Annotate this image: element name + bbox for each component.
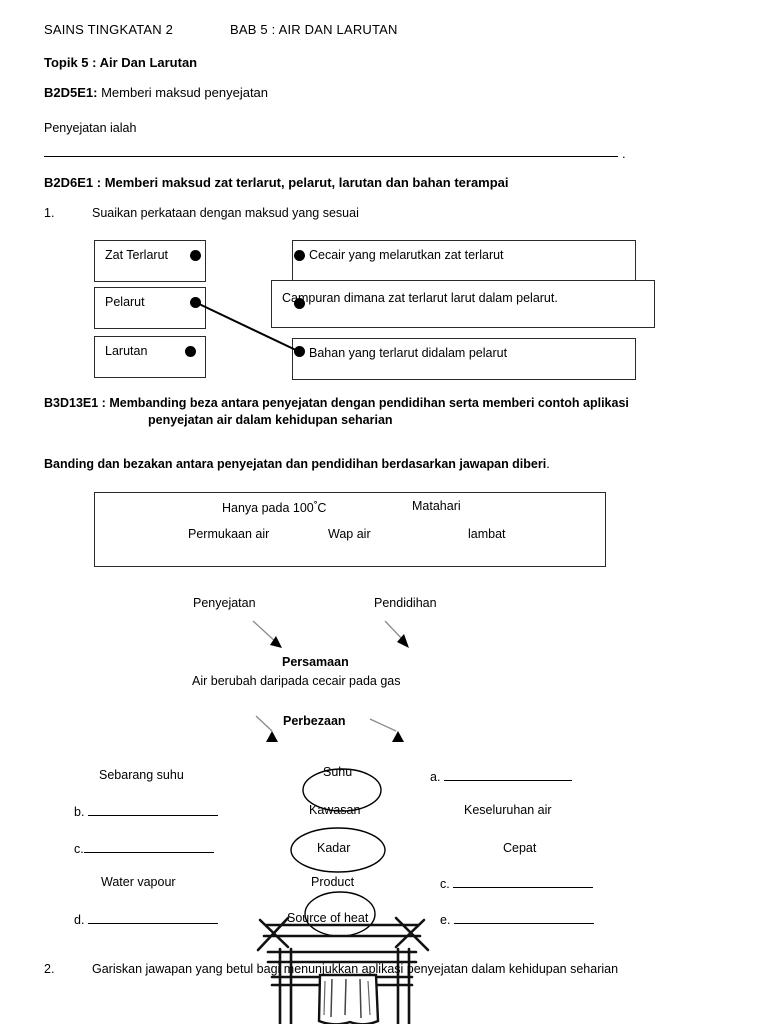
standard-code-b2d5e1: B2D5E1: xyxy=(44,85,98,100)
match-dot-pelarut[interactable] xyxy=(190,297,201,308)
standard-code-b3d13e1: B3D13E1 : xyxy=(44,396,106,410)
answer-middle-kadar: Kadar xyxy=(317,841,351,855)
match-dot-cecair[interactable] xyxy=(294,250,305,261)
answer-label: c. xyxy=(74,842,84,856)
answer-blank-line[interactable] xyxy=(443,768,572,781)
word-bank-item-hanya-pada-100c[interactable]: Hanya pada 100°C xyxy=(222,499,326,515)
answer-left-blank-b[interactable]: b. xyxy=(74,803,218,819)
match-definition-box-campuran[interactable]: Campuran dimana zat terlarut larut dalam… xyxy=(271,280,655,328)
match-definition-label: Campuran dimana zat terlarut larut dalam… xyxy=(282,291,558,305)
learning-standard-b3d13e1: B3D13E1 : Membanding beza antara penyeja… xyxy=(44,396,734,427)
answer-label: d. xyxy=(74,913,85,927)
match-definition-label: Cecair yang melarutkan zat terlarut xyxy=(309,248,504,262)
answer-left-blank-d[interactable]: d. xyxy=(74,911,218,927)
header-chapter-title: BAB 5 : AIR DAN LARUTAN xyxy=(230,22,398,37)
match-term-label: Pelarut xyxy=(105,295,145,309)
match-dot-zat-terlarut[interactable] xyxy=(190,250,201,261)
standard-desc-line1: Membanding beza antara penyejatan dengan… xyxy=(109,396,629,410)
compare-label-pendidihan: Pendidihan xyxy=(374,596,437,610)
match-dot-campuran[interactable] xyxy=(294,298,305,309)
answer-left-water-vapour: Water vapour xyxy=(101,875,176,889)
answer-label: c. xyxy=(440,877,450,891)
arrow-penyejatan-to-persamaan xyxy=(252,620,282,648)
compare-label-penyejatan: Penyejatan xyxy=(193,596,256,610)
prompt-penyejatan-ialah: Penyejatan ialah xyxy=(44,121,137,135)
answer-blank-line[interactable] xyxy=(453,911,594,924)
answer-right-blank-a[interactable]: a. xyxy=(430,768,572,784)
match-dot-bahan[interactable] xyxy=(294,346,305,357)
word-bank-item-wap-air[interactable]: Wap air xyxy=(328,527,371,541)
learning-standard-b2d5e1: B2D5E1: Memberi maksud penyejatan xyxy=(44,85,268,100)
word-bank-item-matahari[interactable]: Matahari xyxy=(412,499,461,513)
answer-label: e. xyxy=(440,913,451,927)
instruction-banding-bezakan: Banding dan bezakan antara penyejatan da… xyxy=(44,457,550,471)
arrow-perbezaan-to-left xyxy=(255,715,278,742)
question-2-number: 2. xyxy=(44,962,55,976)
answer-middle-suhu: Suhu xyxy=(323,765,353,779)
word-bank-hanya-suffix: C xyxy=(317,501,327,516)
answer-left-blank-c[interactable]: c. xyxy=(74,840,214,856)
clothesline-drying-rack-illustration xyxy=(256,916,430,1024)
arrow-pendidihan-to-persamaan xyxy=(384,620,409,648)
answer-label: b. xyxy=(74,805,85,819)
compare-title-persamaan: Persamaan xyxy=(282,655,349,669)
standard-desc-b2d5e1: Memberi maksud penyejatan xyxy=(101,85,269,100)
word-bank-item-lambat[interactable]: lambat xyxy=(468,527,506,541)
answer-left-sebarang-suhu: Sebarang suhu xyxy=(99,768,184,782)
match-term-box-pelarut[interactable]: Pelarut xyxy=(94,287,206,329)
answer-right-cepat: Cepat xyxy=(503,841,537,855)
learning-standard-b2d6e1: B2D6E1 : Memberi maksud zat terlarut, pe… xyxy=(44,175,509,190)
answer-blank-line[interactable] xyxy=(87,803,218,816)
question-1-number: 1. xyxy=(44,206,55,220)
instruction-period: . xyxy=(546,457,550,471)
degree-icon: ° xyxy=(313,499,318,509)
answer-middle-kawasan: Kawasan xyxy=(309,803,361,817)
answer-blank-line[interactable] xyxy=(83,840,214,853)
answer-blank-line[interactable] xyxy=(453,875,594,888)
question-1-text: Suaikan perkataan dengan maksud yang ses… xyxy=(92,206,359,220)
match-term-label: Zat Terlarut xyxy=(105,248,168,262)
answer-line-period: . xyxy=(622,146,626,161)
word-bank-hanya-prefix: Hanya pada 100 xyxy=(222,501,314,516)
answer-right-blank-e[interactable]: e. xyxy=(440,911,594,927)
answer-blank-line[interactable] xyxy=(87,911,218,924)
match-definition-box-bahan[interactable]: Bahan yang terlarut didalam pelarut xyxy=(292,338,636,380)
word-bank-item-permukaan-air[interactable]: Permukaan air xyxy=(188,527,270,541)
compare-title-perbezaan: Perbezaan xyxy=(283,714,346,728)
match-definition-label: Bahan yang terlarut didalam pelarut xyxy=(309,346,508,360)
header-course-title: SAINS TINGKATAN 2 xyxy=(44,22,174,37)
arrow-perbezaan-to-right xyxy=(369,718,404,742)
match-definition-box-cecair[interactable]: Cecair yang melarutkan zat terlarut xyxy=(292,240,636,284)
match-term-box-larutan[interactable]: Larutan xyxy=(94,336,206,378)
answer-right-blank-c[interactable]: c. xyxy=(440,875,594,891)
answer-middle-product: Product xyxy=(311,875,355,889)
answer-right-keseluruhan-air: Keseluruhan air xyxy=(464,803,552,817)
word-bank-box xyxy=(94,492,606,567)
answer-line-penyejatan[interactable] xyxy=(44,156,618,157)
standard-desc-line2: penyejatan air dalam kehidupan seharian xyxy=(148,413,393,427)
match-term-label: Larutan xyxy=(105,344,148,358)
compare-similarity-text: Air berubah daripada cecair pada gas xyxy=(192,674,401,688)
match-term-box-zat-terlarut[interactable]: Zat Terlarut xyxy=(94,240,206,282)
instruction-text: Banding dan bezakan antara penyejatan da… xyxy=(44,457,547,471)
hanging-towel xyxy=(317,973,380,1024)
question-2-text: Gariskan jawapan yang betul bagi menunju… xyxy=(92,962,619,976)
answer-label: a. xyxy=(430,770,441,784)
match-dot-larutan[interactable] xyxy=(185,346,196,357)
answer-middle-source-of-heat: Source of heat xyxy=(287,911,369,925)
page-title: Topik 5 : Air Dan Larutan xyxy=(44,55,198,70)
